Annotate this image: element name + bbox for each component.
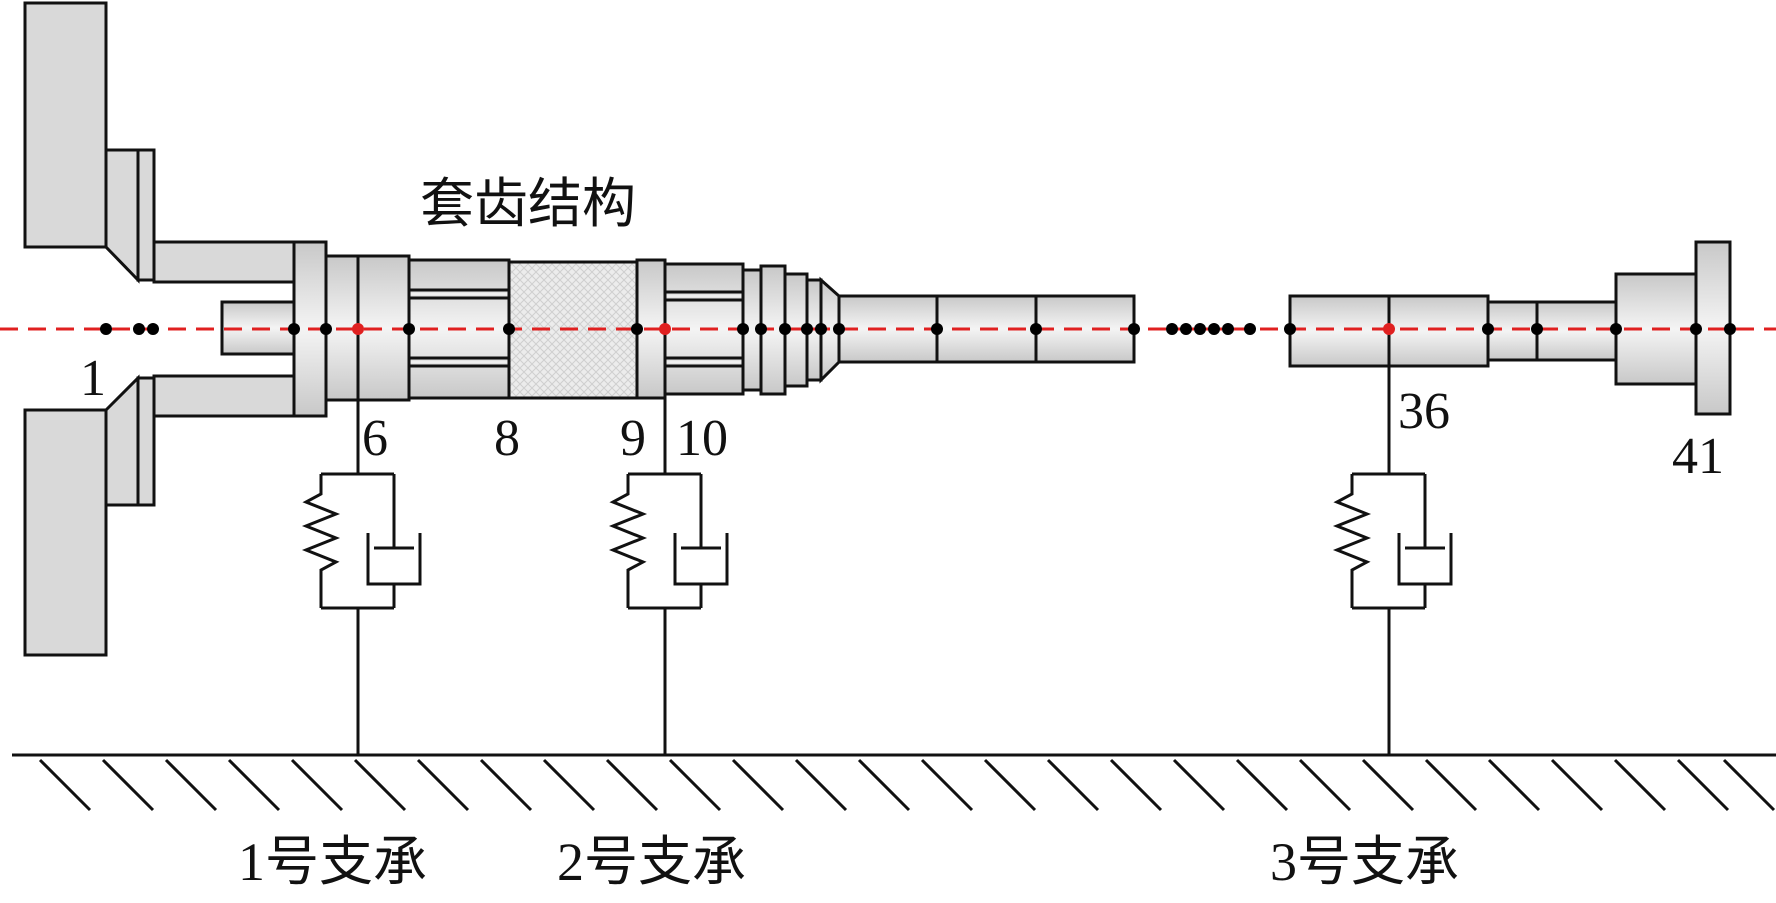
bearing-support-2: [608, 398, 729, 755]
ground: [12, 753, 1776, 812]
left-disk-assembly: [23, 1, 296, 657]
node-markers: [100, 323, 1736, 335]
bearing-1-label: 1号支承: [238, 832, 427, 892]
bearing-3-label: 3号支承: [1270, 832, 1459, 892]
node-6-label: 6: [362, 410, 388, 467]
node-36-label: 36: [1398, 383, 1450, 440]
bearing-2-label: 2号支承: [557, 832, 746, 892]
node-10-label: 10: [676, 410, 728, 467]
node-8-label: 8: [494, 410, 520, 467]
node-9-label: 9: [620, 410, 646, 467]
bearing-support-1: [301, 400, 422, 755]
spline-structure-label: 套齿结构: [420, 174, 636, 234]
node-41-label: 41: [1672, 428, 1724, 485]
bearing-support-3: [1332, 366, 1453, 755]
node-1-label: 1: [80, 350, 106, 407]
